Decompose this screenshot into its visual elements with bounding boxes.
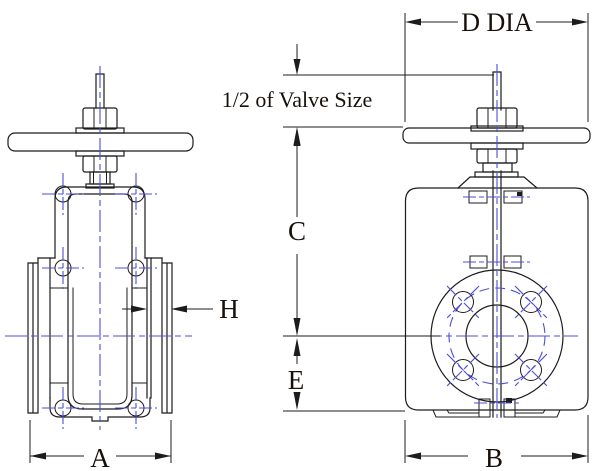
label-a: A: [90, 443, 110, 471]
label-half-valve-size: 1/2 of Valve Size: [222, 87, 373, 112]
base-side: [432, 398, 561, 418]
side-view: [402, 64, 591, 418]
dimension-b: B: [404, 415, 589, 471]
label-e: E: [288, 365, 305, 395]
label-h: H: [219, 294, 239, 324]
centerlines-front: [5, 66, 192, 430]
dimension-half-valve-size: 1/2 of Valve Size: [222, 44, 494, 177]
dimension-a: A: [29, 420, 172, 471]
bolt-holes-front: [42, 173, 157, 429]
label-c: C: [288, 216, 306, 246]
centerlines-side: [420, 64, 578, 418]
dimension-d-dia: D DIA: [404, 8, 589, 122]
label-b: B: [485, 443, 503, 471]
label-d-dia: D DIA: [461, 8, 533, 37]
dimension-h: H: [122, 294, 239, 324]
dimension-c: C: [283, 128, 440, 337]
body-side: [404, 187, 589, 411]
dimension-e: E: [283, 338, 405, 412]
front-view: [5, 66, 194, 430]
